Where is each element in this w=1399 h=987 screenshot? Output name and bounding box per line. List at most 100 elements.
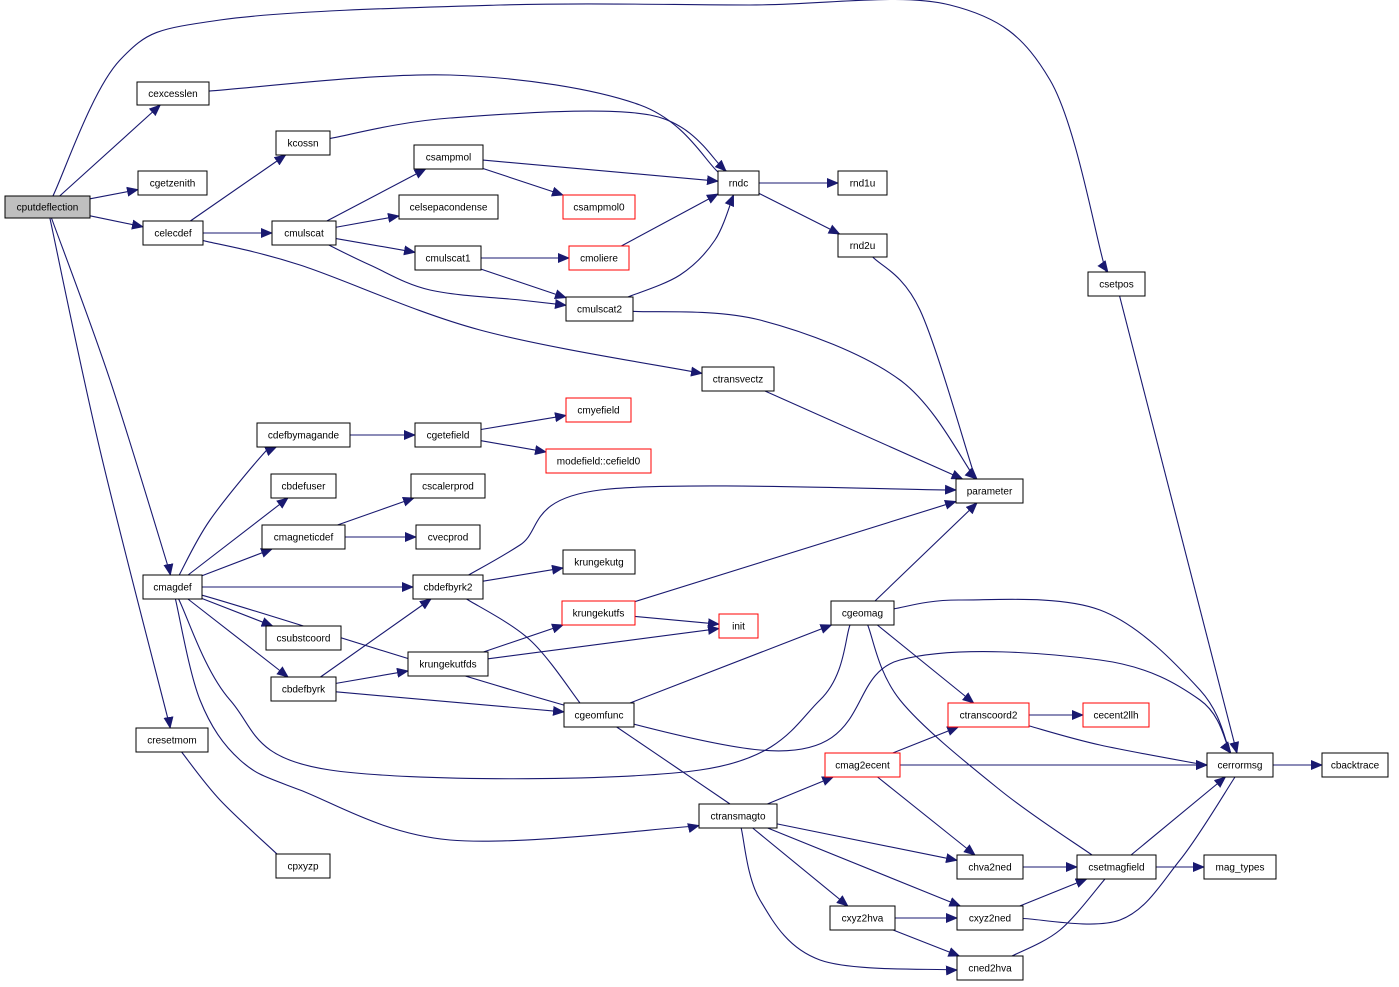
node-box: [275, 853, 331, 879]
edge-kcossn-to-rndc: [329, 110, 732, 175]
node-cscalerprod[interactable]: cscalerprod: [410, 473, 486, 499]
node-krungekutfs[interactable]: krungekutfs: [561, 600, 636, 626]
node-cmulscat[interactable]: cmulscat: [271, 220, 337, 246]
node-label: cgeomfunc: [575, 711, 624, 722]
node-celsepacondense[interactable]: celsepacondense: [398, 194, 499, 220]
edge-ctransmagto-to-chva2ned: [776, 823, 958, 864]
node-cerrormsg[interactable]: cerrormsg: [1206, 752, 1274, 778]
node-cmulscat2[interactable]: cmulscat2: [565, 296, 634, 322]
node-box: [837, 170, 888, 196]
node-label: csampmol0: [573, 203, 625, 214]
node-cmoliere[interactable]: cmoliere: [568, 245, 630, 271]
node-cvecprod[interactable]: cvecprod: [415, 524, 481, 550]
node-label: ctranscoord2: [960, 711, 1018, 722]
node-cresetmom[interactable]: cresetmom: [135, 727, 209, 753]
node-csampmol[interactable]: csampmol: [413, 144, 484, 170]
node-cdefbymagande[interactable]: cdefbymagande: [256, 422, 351, 448]
node-box: [137, 170, 208, 196]
node-box: [256, 422, 351, 448]
node-cgetzenith[interactable]: cgetzenith: [137, 170, 208, 196]
node-rndc[interactable]: rndc: [717, 170, 760, 196]
node-cbdefbyrk2[interactable]: cbdefbyrk2: [412, 574, 484, 600]
node-label: cecent2llh: [1093, 711, 1138, 722]
node-cpxyzp[interactable]: cpxyzp: [275, 853, 331, 879]
node-label: cned2hva: [968, 964, 1012, 975]
node-rnd1u[interactable]: rnd1u: [837, 170, 888, 196]
node-box: [1206, 752, 1274, 778]
node-init[interactable]: init: [718, 613, 759, 639]
node-cbdefuser[interactable]: cbdefuser: [270, 473, 337, 499]
node-label: csetmagfield: [1088, 863, 1144, 874]
node-label: chva2ned: [968, 863, 1011, 874]
node-cmagdef[interactable]: cmagdef: [142, 574, 203, 600]
node-label: mag_types: [1216, 863, 1265, 874]
edge-layer: [49, 0, 1323, 976]
node-kcossn[interactable]: kcossn: [275, 130, 331, 156]
node-chva2ned[interactable]: chva2ned: [956, 854, 1024, 880]
node-csetmagfield[interactable]: csetmagfield: [1076, 854, 1157, 880]
node-box: [414, 422, 482, 448]
node-csampmol0[interactable]: csampmol0: [562, 194, 636, 220]
edge-cmoliere-to-rndc: [621, 193, 719, 247]
edge-csetpos-to-cerrormsg: [1119, 295, 1240, 754]
node-csubstcoord[interactable]: csubstcoord: [265, 625, 342, 651]
node-cgeomag[interactable]: cgeomag: [830, 600, 895, 626]
node-box: [837, 233, 888, 258]
edge-ctransmagto-to-cned2hva: [740, 827, 967, 976]
node-cexcesslen[interactable]: cexcesslen: [136, 81, 210, 106]
node-cxyz2ned[interactable]: cxyz2ned: [956, 905, 1024, 931]
node-label: cbdefuser: [282, 482, 327, 493]
node-cgetefield[interactable]: cgetefield: [414, 422, 482, 448]
edge-csetmagfield-to-cerrormsg: [1130, 776, 1227, 856]
node-cgeomfunc[interactable]: cgeomfunc: [563, 702, 635, 728]
edge-cmulscat-to-csampmol: [326, 168, 427, 222]
node-cmyefield[interactable]: cmyefield: [565, 397, 632, 423]
node-cbacktrace[interactable]: cbacktrace: [1321, 752, 1389, 778]
node-rnd2u[interactable]: rnd2u: [837, 233, 888, 258]
node-cputdeflection[interactable]: cputdeflection: [4, 195, 91, 219]
node-cbdefbyrk[interactable]: cbdefbyrk: [270, 676, 337, 702]
node-box: [545, 448, 652, 474]
edge-cputdeflection-to-cmagdef: [50, 217, 176, 589]
node-label: cgetefield: [427, 431, 470, 442]
node-ctransmagto[interactable]: ctransmagto: [698, 803, 778, 829]
node-box: [565, 397, 632, 423]
node-krungekutfds[interactable]: krungekutfds: [407, 651, 489, 677]
node-box: [561, 600, 636, 626]
node-label: cmagneticdef: [274, 533, 334, 544]
node-cxyz2hva[interactable]: cxyz2hva: [829, 905, 896, 931]
edge-cmulscat-to-celsepacondense: [335, 212, 400, 228]
node-box: [271, 220, 337, 246]
node-box: [414, 245, 482, 271]
node-box: [568, 245, 630, 271]
edge-cgeomag-to-parameter: [874, 502, 978, 602]
node-cned2hva[interactable]: cned2hva: [956, 955, 1024, 981]
node-krungekutg[interactable]: krungekutg: [562, 549, 636, 575]
node-ctranscoord2[interactable]: ctranscoord2: [947, 702, 1030, 728]
node-mag_types[interactable]: mag_types: [1203, 854, 1277, 880]
node-box: [410, 473, 486, 499]
edge-ctransmagto-to-cmag2ecent: [767, 776, 835, 805]
node-box: [270, 473, 337, 499]
node-csetpos[interactable]: csetpos: [1087, 271, 1146, 297]
edge-cned2hva-to-csetmagfield: [1011, 867, 1117, 957]
edge-cgeomfunc-to-cgeomag: [629, 624, 833, 704]
node-cecent2llh[interactable]: cecent2llh: [1082, 702, 1150, 728]
node-box: [565, 296, 634, 322]
node-label: ctransmagto: [710, 812, 765, 823]
node-box: [265, 625, 342, 651]
node-cmag2ecent[interactable]: cmag2ecent: [824, 752, 901, 778]
node-label: rnd1u: [850, 179, 876, 190]
node-box: [956, 955, 1024, 981]
node-cmagneticdef[interactable]: cmagneticdef: [261, 524, 346, 550]
node-label: celecdef: [154, 229, 191, 240]
edge-ctransvectz-to-parameter: [764, 390, 964, 480]
node-box: [698, 803, 778, 829]
edge-ctransmagto-to-cxyz2hva: [752, 827, 849, 907]
node-modefield_cefield0[interactable]: modefield::cefield0: [545, 448, 652, 474]
node-cmulscat1[interactable]: cmulscat1: [414, 245, 482, 271]
node-ctransvectz[interactable]: ctransvectz: [701, 366, 775, 392]
node-parameter[interactable]: parameter: [955, 478, 1024, 504]
node-celecdef[interactable]: celecdef: [142, 220, 204, 246]
node-label: krungekutg: [574, 558, 623, 569]
